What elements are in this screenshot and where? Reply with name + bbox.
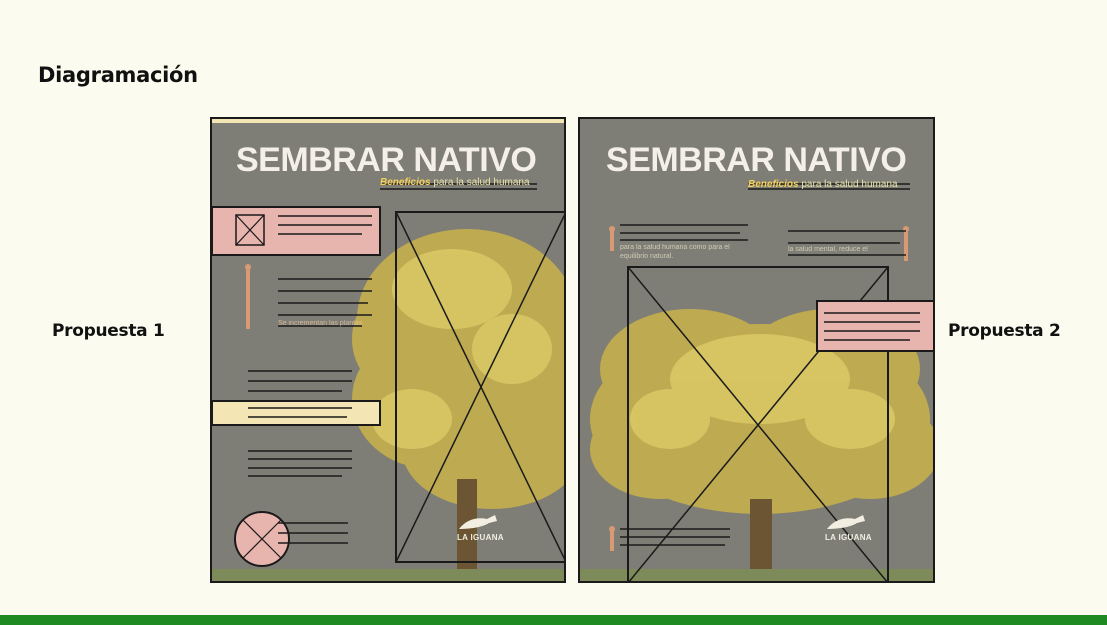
footer-bar	[0, 615, 1107, 625]
iguana-logo-icon	[825, 511, 869, 533]
poster-2-logo-text: LA IGUANA	[825, 533, 872, 542]
proposal-1-label: Propuesta 1	[52, 321, 165, 341]
poster-2-subtitle: Beneficios para la salud humana	[748, 179, 898, 190]
poster-1-artwork	[212, 119, 566, 583]
poster-1-subtitle: Beneficios para la salud humana	[380, 177, 530, 188]
proposal-2-label: Propuesta 2	[948, 321, 1061, 341]
poster-proposal-2: SEMBRAR NATIVO Beneficios para la salud …	[578, 117, 935, 583]
poster-2-body-2: la salud mental, reduce el	[788, 245, 908, 254]
poster-1-highlight: Se incrementan las plantas	[278, 319, 378, 328]
poster-2-subtitle-rest: para la salud humana	[801, 179, 897, 190]
poster-1-title: SEMBRAR NATIVO	[236, 141, 536, 180]
poster-proposal-1: SEMBRAR NATIVO Beneficios para la salud …	[210, 117, 566, 583]
poster-1-subtitle-rest: para la salud humana	[433, 177, 529, 188]
poster-2-title: SEMBRAR NATIVO	[606, 141, 906, 180]
poster-1-logo-text: LA IGUANA	[457, 533, 504, 542]
page-title: Diagramación	[38, 63, 198, 87]
poster-2-subtitle-em: Beneficios	[748, 179, 799, 190]
iguana-logo-icon	[457, 511, 501, 533]
poster-1-subtitle-em: Beneficios	[380, 177, 431, 188]
poster-2-body-1: para la salud humana como para el equili…	[620, 243, 750, 261]
